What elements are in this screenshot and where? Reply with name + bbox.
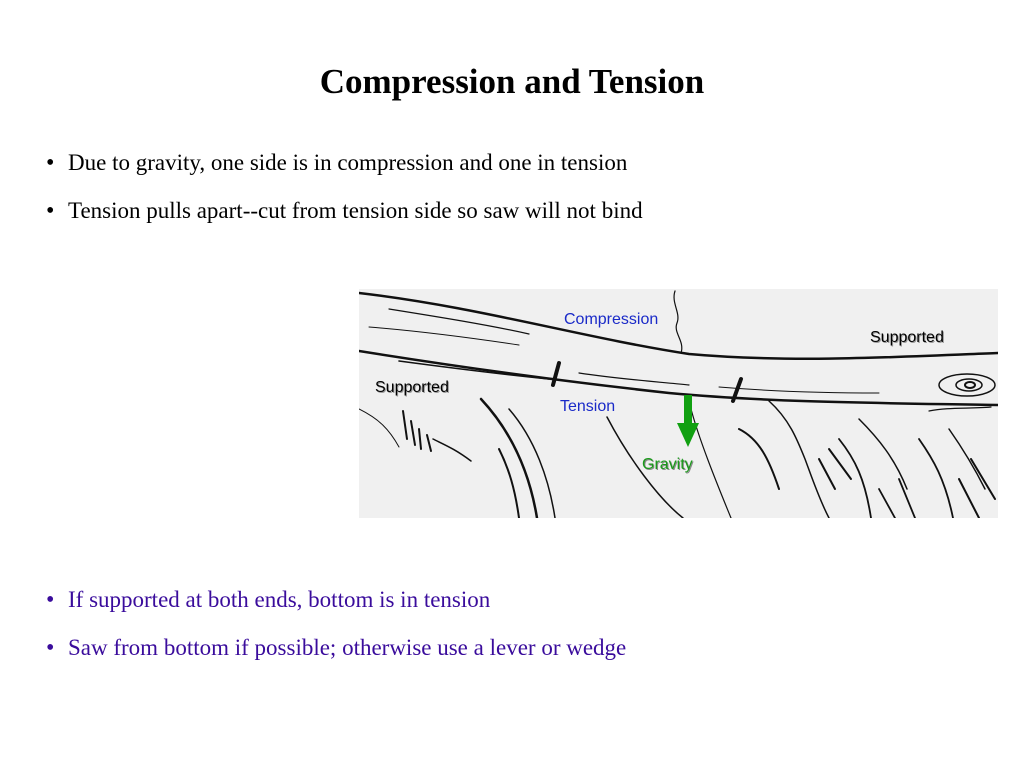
compression-label: Compression — [564, 311, 659, 328]
slide-title: Compression and Tension — [319, 62, 705, 101]
supported-left-label: Supported — [375, 379, 449, 396]
supported-right-label: Supported — [870, 329, 944, 346]
bullet-dot: • — [46, 198, 55, 224]
tension-label: Tension — [560, 398, 616, 415]
bullet-text: Due to gravity, one side is in compressi… — [68, 150, 628, 175]
bullet-item: • Saw from bottom if possible; otherwise … — [46, 633, 626, 663]
bullet-item: • Tension pulls apart--cut from tension s… — [46, 196, 643, 226]
log-diagram: Compression Supported Supported Tension … — [359, 289, 998, 518]
top-bullet-list: • Due to gravity, one side is in compress… — [46, 148, 643, 244]
bullet-item: • If supported at both ends, bottom is in… — [46, 585, 626, 615]
log-sketch-drawing — [359, 290, 998, 518]
bullet-item: • Due to gravity, one side is in compress… — [46, 148, 643, 178]
bullet-dot: • — [46, 587, 55, 613]
gravity-label: Gravity — [642, 456, 693, 473]
bullet-text: If supported at both ends, bottom is in … — [68, 587, 491, 612]
bullet-text: Tension pulls apart--cut from tension si… — [68, 198, 643, 223]
bullet-dot: • — [46, 635, 55, 661]
bullet-text: Saw from bottom if possible; otherwise u… — [68, 635, 627, 660]
bottom-bullet-list: • If supported at both ends, bottom is in… — [46, 585, 626, 681]
arrow-down-icon — [677, 395, 699, 447]
bullet-dot: • — [46, 150, 55, 176]
